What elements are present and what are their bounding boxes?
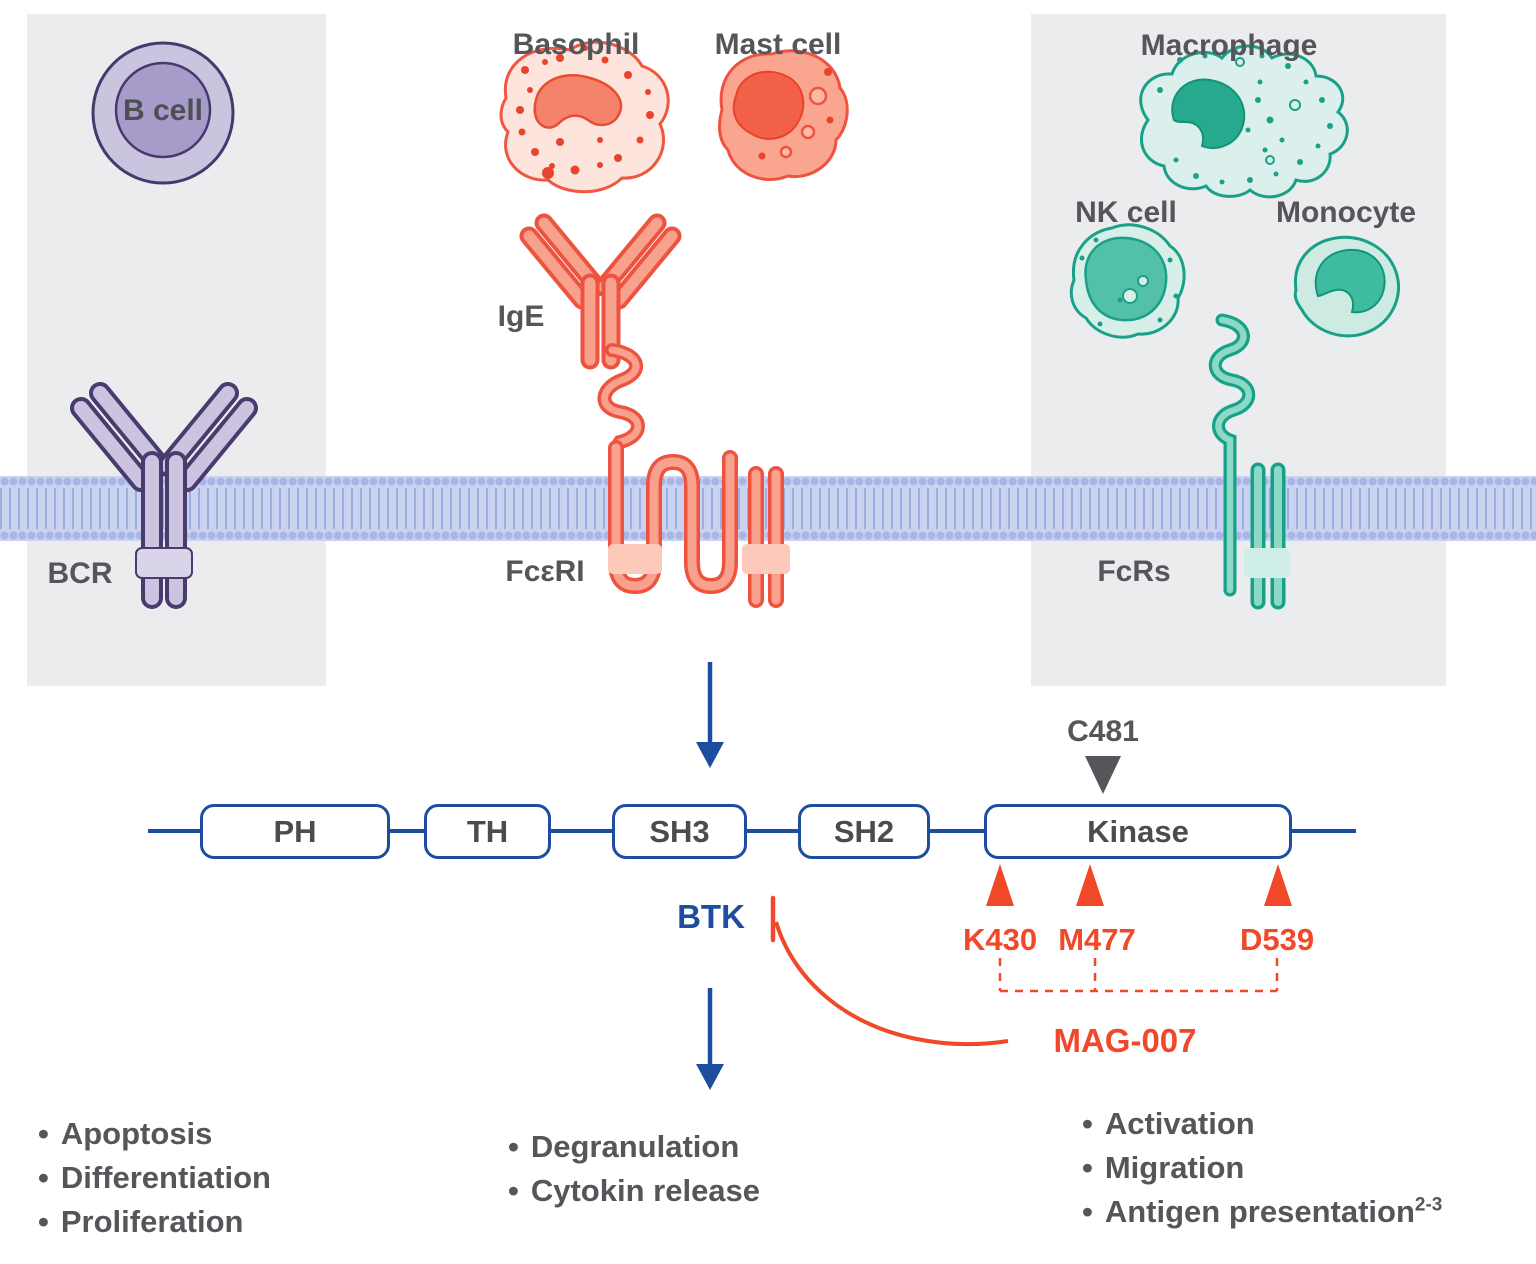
mast-basophil-outcomes-list: • Degranulation • Cytokin release [508,1125,760,1213]
myeloid-outcomes-list: • Activation • Migration • Antigen presenta… [1082,1102,1442,1234]
outcome-item: • Differentiation [38,1156,271,1200]
mutation-site-arrows [986,864,1292,906]
macrophage-icon [1139,44,1349,199]
domain-box-sh2: SH2 [798,804,930,859]
basophil-icon [499,40,670,194]
inhibitor-line [770,895,1009,1047]
d539-label: D539 [1239,922,1315,957]
fcrs-label: FcRs [1097,555,1171,588]
bullet-icon: • [1082,1106,1093,1141]
outcome-label: Differentiation [60,1160,271,1195]
domain-label-kinase: Kinase [1087,813,1189,849]
domain-label-th: TH [466,813,509,849]
outcome-item: • Antigen presentation2-3 [1082,1190,1442,1234]
outcome-item: • Proliferation [38,1200,271,1244]
domain-label-sh2: SH2 [833,813,895,849]
bullet-icon: • [38,1160,49,1195]
signal-down-arrow-2 [696,988,724,1090]
mast-cell-label: Mast cell [714,28,842,61]
bullet-icon: • [38,1116,49,1151]
mutation-bracket [998,958,1279,993]
outcome-label: Apoptosis [60,1116,213,1151]
outcome-item: • Migration [1082,1146,1442,1190]
ige-antibody-icon [519,213,682,370]
b-cell-outcomes-list: • Apoptosis • Differentiation • Proliferati… [38,1112,271,1244]
fcrs-receptor [1208,313,1290,610]
btk-label: BTK [677,898,745,935]
domain-box-kinase: Kinase [984,804,1292,859]
domain-box-ph: PH [200,804,390,859]
outcome-label: Antigen presentation [1104,1194,1415,1229]
k430-label: K430 [962,922,1038,957]
fceri-receptor [597,343,790,608]
domain-box-sh3: SH3 [612,804,747,859]
bullet-icon: • [1082,1194,1093,1229]
c481-pointer-icon [1085,756,1121,794]
monocyte-icon [1293,235,1400,338]
outcome-label: Degranulation [530,1129,740,1164]
basophil-label: Basophil [512,28,640,61]
mast-cell-icon [718,49,849,181]
signal-down-arrow-1 [696,662,724,768]
outcome-item: • Activation [1082,1102,1442,1146]
nk-cell-label: NK cell [1075,196,1177,229]
monocyte-label: Monocyte [1275,196,1417,229]
domain-label-ph: PH [273,813,317,849]
outcome-item: • Cytokin release [508,1169,760,1213]
bullet-icon: • [508,1173,519,1208]
b-cell-icon [91,41,235,185]
outcome-item: • Degranulation [508,1125,760,1169]
bullet-icon: • [38,1204,49,1239]
outcome-label: Proliferation [60,1204,244,1239]
outcome-label: Migration [1104,1150,1245,1185]
bullet-icon: • [1082,1150,1093,1185]
c481-label: C481 [1067,715,1139,748]
bcr-receptor [70,382,258,609]
domain-label-sh3: SH3 [649,813,710,849]
domain-box-th: TH [424,804,551,859]
bullet-icon: • [508,1129,519,1164]
b-cell-label: B cell [122,94,204,127]
outcome-superscript: 2-3 [1414,1194,1443,1216]
outcome-label: Cytokin release [530,1173,761,1208]
fceri-label: FcεRI [505,555,585,588]
mag-007-label: MAG-007 [1053,1022,1197,1059]
nk-cell-icon [1069,223,1186,339]
macrophage-label: Macrophage [1140,29,1318,62]
bcr-label: BCR [47,557,113,590]
ige-label: IgE [497,300,545,333]
btk-domain-backbone [148,829,1356,833]
outcome-item: • Apoptosis [38,1112,271,1156]
outcome-label: Activation [1104,1106,1255,1141]
m477-label: M477 [1058,922,1136,957]
